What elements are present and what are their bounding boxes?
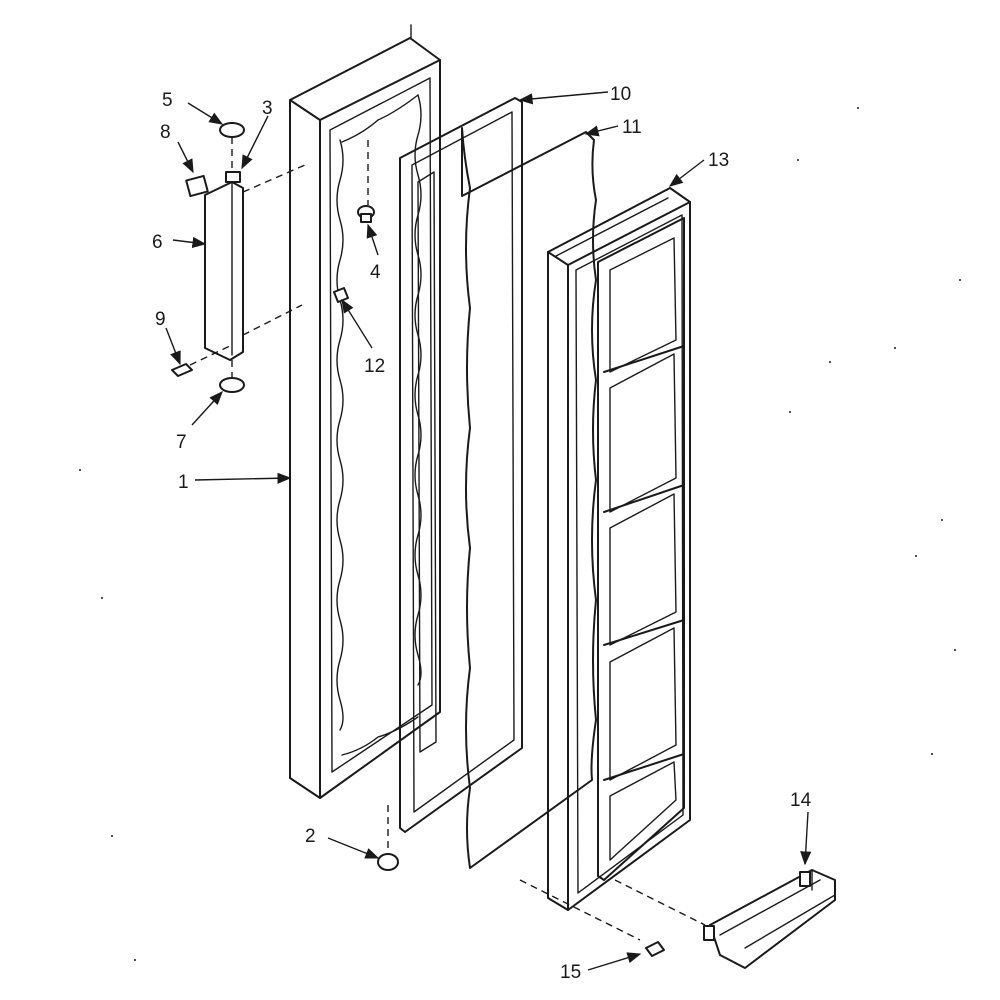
cap-part xyxy=(219,122,245,138)
label-6: 6 xyxy=(152,232,163,253)
label-10: 10 xyxy=(610,84,631,105)
label-4: 4 xyxy=(370,262,381,283)
label-2: 2 xyxy=(305,826,316,847)
label-1: 1 xyxy=(178,472,189,493)
foam-insulation xyxy=(461,127,597,869)
pivot-pin xyxy=(357,205,375,223)
label-7: 7 xyxy=(176,432,187,453)
shim-plate xyxy=(185,174,209,198)
label-13: 13 xyxy=(708,150,729,171)
door-gasket-frame xyxy=(399,97,523,833)
spring-clip xyxy=(333,287,349,303)
bottom-screw xyxy=(645,941,665,957)
label-5: 5 xyxy=(162,90,173,111)
label-12: 12 xyxy=(364,356,385,377)
label-3: 3 xyxy=(262,98,273,119)
bottom-nut xyxy=(377,853,399,871)
handle-bracket xyxy=(204,181,244,361)
label-14: 14 xyxy=(790,790,812,811)
label-11: 11 xyxy=(622,117,642,138)
bottom-cap xyxy=(219,377,245,393)
top-clip xyxy=(225,171,241,183)
door-bin xyxy=(703,869,836,969)
outer-door-panel xyxy=(289,24,441,799)
inner-door-liner xyxy=(547,187,691,911)
label-15: 15 xyxy=(560,962,581,983)
screw-left xyxy=(171,363,193,377)
label-8: 8 xyxy=(160,122,171,143)
label-9: 9 xyxy=(155,309,166,330)
scan-speckles xyxy=(79,107,961,961)
